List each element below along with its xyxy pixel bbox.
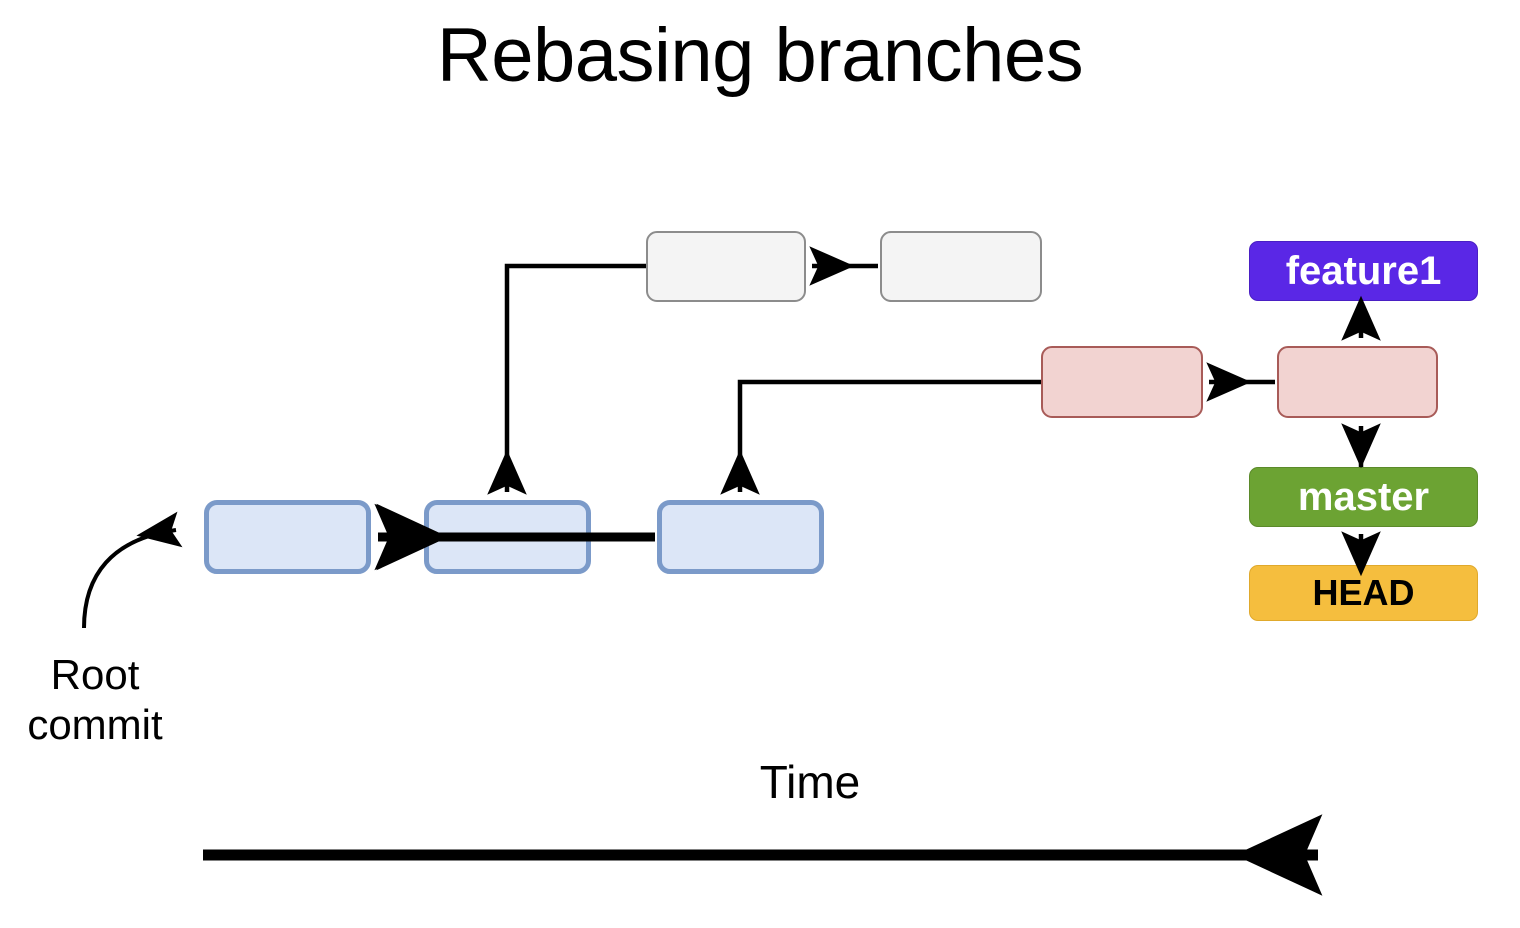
commit-node-blue-1: [204, 500, 371, 574]
connector-gray1-to-blue2: [487, 263, 646, 495]
commit-node-gray-2: [880, 231, 1042, 302]
commit-node-blue-3: [657, 500, 824, 574]
ref-label-master[interactable]: master: [1249, 467, 1478, 527]
commit-node-pink-2: [1277, 346, 1438, 418]
commit-node-pink-1: [1041, 346, 1203, 418]
ref-label-feature1-text: feature1: [1285, 249, 1442, 293]
root-commit-caption: Root commit: [10, 650, 180, 749]
commit-node-blue-2: [424, 500, 591, 574]
page-title: Rebasing branches: [436, 13, 1084, 98]
ref-label-feature1[interactable]: feature1: [1249, 241, 1478, 301]
ref-label-head[interactable]: HEAD: [1249, 565, 1478, 621]
commit-node-gray-1: [646, 231, 806, 302]
root-commit-pointer-arrow: [82, 511, 183, 629]
connector-pink1-to-blue3: [720, 379, 1041, 495]
root-commit-caption-line2: commit: [27, 700, 163, 748]
time-axis-label: Time: [759, 756, 861, 808]
ref-label-head-text: HEAD: [1312, 572, 1415, 613]
ref-label-master-text: master: [1297, 475, 1430, 519]
root-commit-caption-line1: Root: [50, 651, 140, 698]
